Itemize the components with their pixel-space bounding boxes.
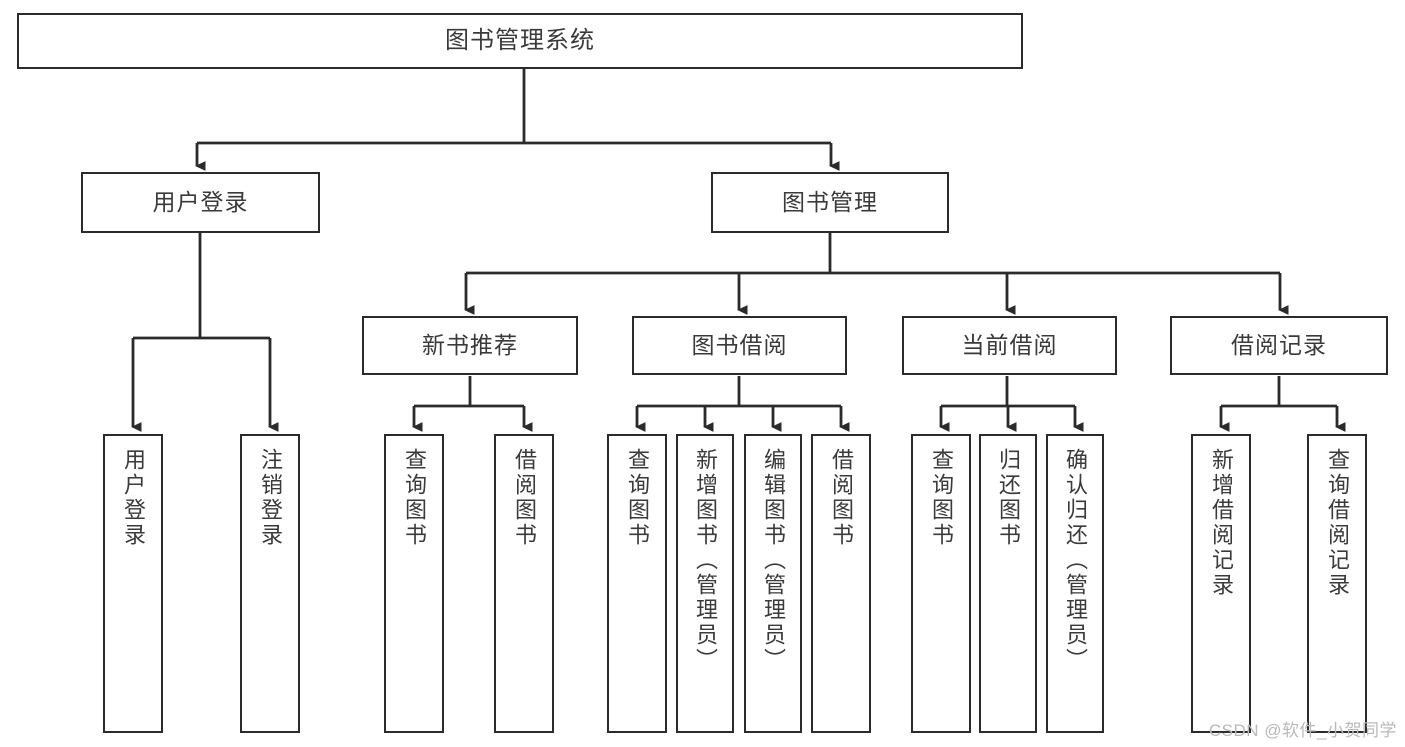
leaf-return-book[interactable]: 归还图书 <box>979 434 1037 733</box>
node-label: 查询图书 <box>625 448 650 548</box>
node-label: 借阅记录 <box>1231 332 1327 359</box>
node-label: 新书推荐 <box>422 332 518 359</box>
node-borrow-record[interactable]: 借阅记录 <box>1170 316 1388 375</box>
leaf-user-login[interactable]: 用户登录 <box>103 434 163 733</box>
node-label: 图书管理 <box>782 189 878 216</box>
leaf-query-book-current[interactable]: 查询图书 <box>911 434 971 733</box>
leaf-query-book-borrow[interactable]: 查询图书 <box>607 434 667 733</box>
node-label: 图书借阅 <box>691 332 788 359</box>
leaf-query-book-recommend[interactable]: 查询图书 <box>384 434 444 733</box>
node-label: 用户登录 <box>121 448 146 548</box>
node-label: 确认归还（管理员） <box>1063 448 1088 673</box>
node-book-borrow[interactable]: 图书借阅 <box>632 316 847 375</box>
leaf-add-borrow-record[interactable]: 新增借阅记录 <box>1191 434 1251 733</box>
node-label: 当前借阅 <box>961 332 1058 359</box>
node-user-login[interactable]: 用户登录 <box>81 172 320 233</box>
node-label: 编辑图书（管理员） <box>761 448 786 673</box>
node-label: 查询借阅记录 <box>1325 448 1350 598</box>
leaf-query-borrow-record[interactable]: 查询借阅记录 <box>1307 434 1367 733</box>
node-label: 归还图书 <box>996 448 1021 548</box>
leaf-add-book-admin[interactable]: 新增图书（管理员） <box>676 434 734 733</box>
node-label: 用户登录 <box>152 189 249 216</box>
node-label: 图书管理系统 <box>445 27 595 54</box>
node-label: 查询图书 <box>402 448 427 548</box>
leaf-borrow-book-recommend[interactable]: 借阅图书 <box>494 434 554 733</box>
leaf-edit-book-admin[interactable]: 编辑图书（管理员） <box>744 434 802 733</box>
leaf-confirm-return-admin[interactable]: 确认归还（管理员） <box>1046 434 1104 733</box>
node-new-book-recommend[interactable]: 新书推荐 <box>362 316 578 375</box>
node-label: 注销登录 <box>258 448 283 548</box>
leaf-borrow-book-borrow[interactable]: 借阅图书 <box>811 434 871 733</box>
node-label: 查询图书 <box>929 448 954 548</box>
node-label: 新增图书（管理员） <box>693 448 718 673</box>
node-root-system[interactable]: 图书管理系统 <box>17 13 1023 69</box>
node-book-management[interactable]: 图书管理 <box>711 172 949 233</box>
watermark-text: CSDN @软件_小贺同学 <box>1208 721 1397 740</box>
node-label: 借阅图书 <box>512 448 537 548</box>
node-current-borrow[interactable]: 当前借阅 <box>902 316 1117 375</box>
node-label: 借阅图书 <box>829 448 854 548</box>
leaf-logout[interactable]: 注销登录 <box>240 434 300 733</box>
node-label: 新增借阅记录 <box>1209 448 1234 598</box>
